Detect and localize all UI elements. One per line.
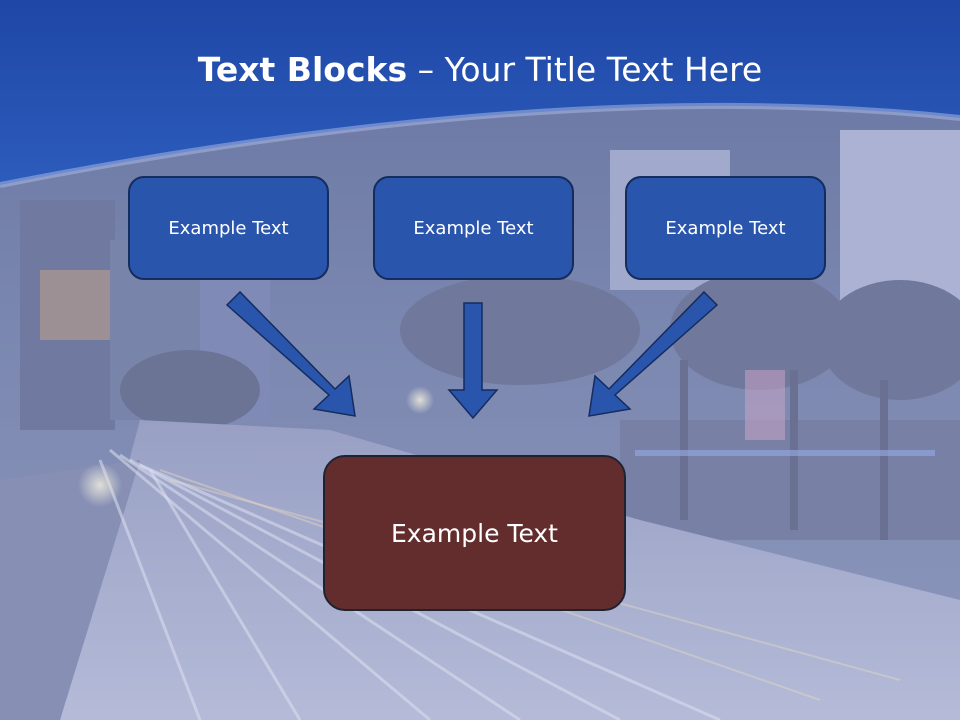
example-text-box-result[interactable]: Example Text: [323, 455, 626, 611]
example-text-box-2[interactable]: Example Text: [373, 176, 574, 280]
title-bold-part: Text Blocks: [197, 50, 408, 89]
box-label: Example Text: [168, 217, 289, 239]
example-text-box-1[interactable]: Example Text: [128, 176, 329, 280]
title-rest-part: Your Title Text Here: [444, 50, 763, 89]
arrow-down-icon: [447, 302, 499, 420]
box-label: Example Text: [665, 217, 786, 239]
slide-title: Text Blocks – Your Title Text Here: [0, 40, 960, 100]
arrow-down-right-icon: [225, 290, 356, 417]
box-label: Example Text: [391, 518, 558, 548]
example-text-box-3[interactable]: Example Text: [625, 176, 826, 280]
box-label: Example Text: [413, 217, 534, 239]
title-dash: –: [407, 50, 445, 89]
arrow-down-left-icon: [588, 290, 719, 417]
